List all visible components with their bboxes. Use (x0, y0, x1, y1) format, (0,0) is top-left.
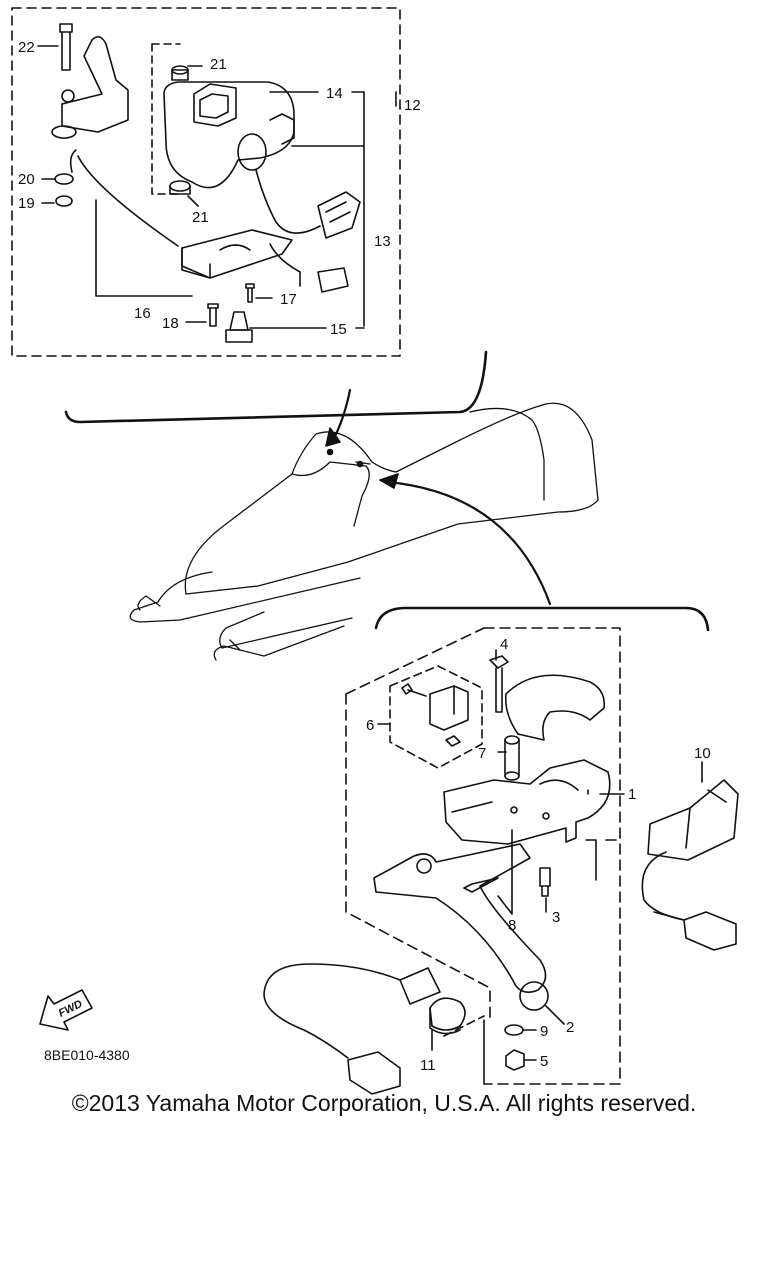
part-22-bolt (59, 23, 73, 71)
part-6-block (429, 685, 469, 731)
leader-8 (497, 829, 513, 915)
snowmobile-outline (129, 402, 599, 661)
fwd-arrow-icon (39, 989, 93, 1031)
part-19-nut (55, 195, 73, 207)
bracket-part (51, 36, 129, 173)
leader-2 (545, 1005, 565, 1025)
callout-labels: 22 21 21 20 19 14 12 13 17 16 18 15 4 6 … (18, 39, 711, 1074)
part-17-screw (245, 283, 255, 303)
leader-21b (187, 195, 199, 207)
callout-13: 13 (374, 233, 391, 250)
part-15-bolt (225, 311, 253, 343)
bottom-arrow-head (379, 473, 399, 489)
leader-16 (95, 199, 193, 297)
callout-17: 17 (280, 291, 297, 308)
callout-20: 20 (18, 171, 35, 188)
top-assembly-frame (11, 7, 401, 357)
part-20-washer (54, 173, 74, 185)
callout-22: 22 (18, 39, 35, 56)
part-11-plug (347, 1051, 401, 1095)
snowmobile-marker-a (326, 448, 334, 456)
part-9-washer (504, 1024, 524, 1036)
part-21-grommet-top (171, 65, 189, 81)
callout-10: 10 (694, 745, 711, 762)
callout-9: 9 (540, 1023, 548, 1040)
callout-18: 18 (162, 315, 179, 332)
callout-16: 16 (134, 305, 151, 322)
callout-11: 11 (420, 1057, 436, 1074)
callout-15: 15 (330, 321, 347, 338)
part-4-bolt (489, 655, 509, 713)
top-detail-bracket-curve (64, 350, 488, 424)
callout-14: 14 (326, 85, 343, 102)
part-11-cable (263, 963, 401, 1059)
bottom-assembly-frame (345, 627, 621, 1085)
part-11-switch (399, 967, 466, 1035)
callout-2: 2 (566, 1019, 574, 1036)
part-6-nut (445, 735, 461, 747)
callout-12: 12 (404, 97, 421, 114)
part-6-frame (389, 665, 483, 769)
callout-3: 3 (552, 909, 560, 926)
callout-5: 5 (540, 1053, 548, 1070)
callout-21-top: 21 (210, 56, 227, 73)
callout-19: 19 (18, 195, 35, 212)
leader-16b (77, 155, 179, 247)
part-13-wire (255, 169, 321, 234)
part-13-connector (317, 191, 361, 239)
part-connector-small (317, 267, 349, 293)
leader-12-bracket (363, 91, 397, 107)
part-5-nut (505, 1049, 525, 1071)
part-8-screw (463, 877, 499, 893)
snowmobile-marker-b (356, 460, 364, 468)
part-3-screw (539, 867, 551, 897)
callout-8: 8 (508, 917, 516, 934)
copyright-notice: ©2013 Yamaha Motor Corporation, U.S.A. A… (71, 1090, 697, 1116)
cover-part (504, 674, 606, 741)
part-7-spacer (504, 735, 520, 781)
part-6-screw (401, 683, 427, 697)
callout-7: 7 (478, 745, 486, 762)
bottom-detail-bracket-curve (374, 606, 710, 632)
part-21-grommet-bottom (169, 180, 191, 195)
bottom-arrow-line (386, 480, 552, 606)
callout-1: 1 (628, 786, 636, 803)
part-14-switch-housing (163, 81, 295, 189)
part-16-base (181, 229, 301, 287)
drawing-code: 8BE010-4380 (44, 1047, 130, 1063)
leader-1-frame (585, 839, 617, 881)
part-2-brake-lever (373, 843, 549, 1011)
callout-6: 6 (366, 717, 374, 734)
callout-4: 4 (500, 636, 508, 653)
part-1-lever-holder (443, 759, 611, 845)
part-10-module (641, 779, 739, 921)
part-18-screw (207, 303, 219, 327)
callout-21-bottom: 21 (192, 209, 209, 226)
leader-1 (587, 789, 625, 795)
part-10-plug (653, 911, 737, 951)
